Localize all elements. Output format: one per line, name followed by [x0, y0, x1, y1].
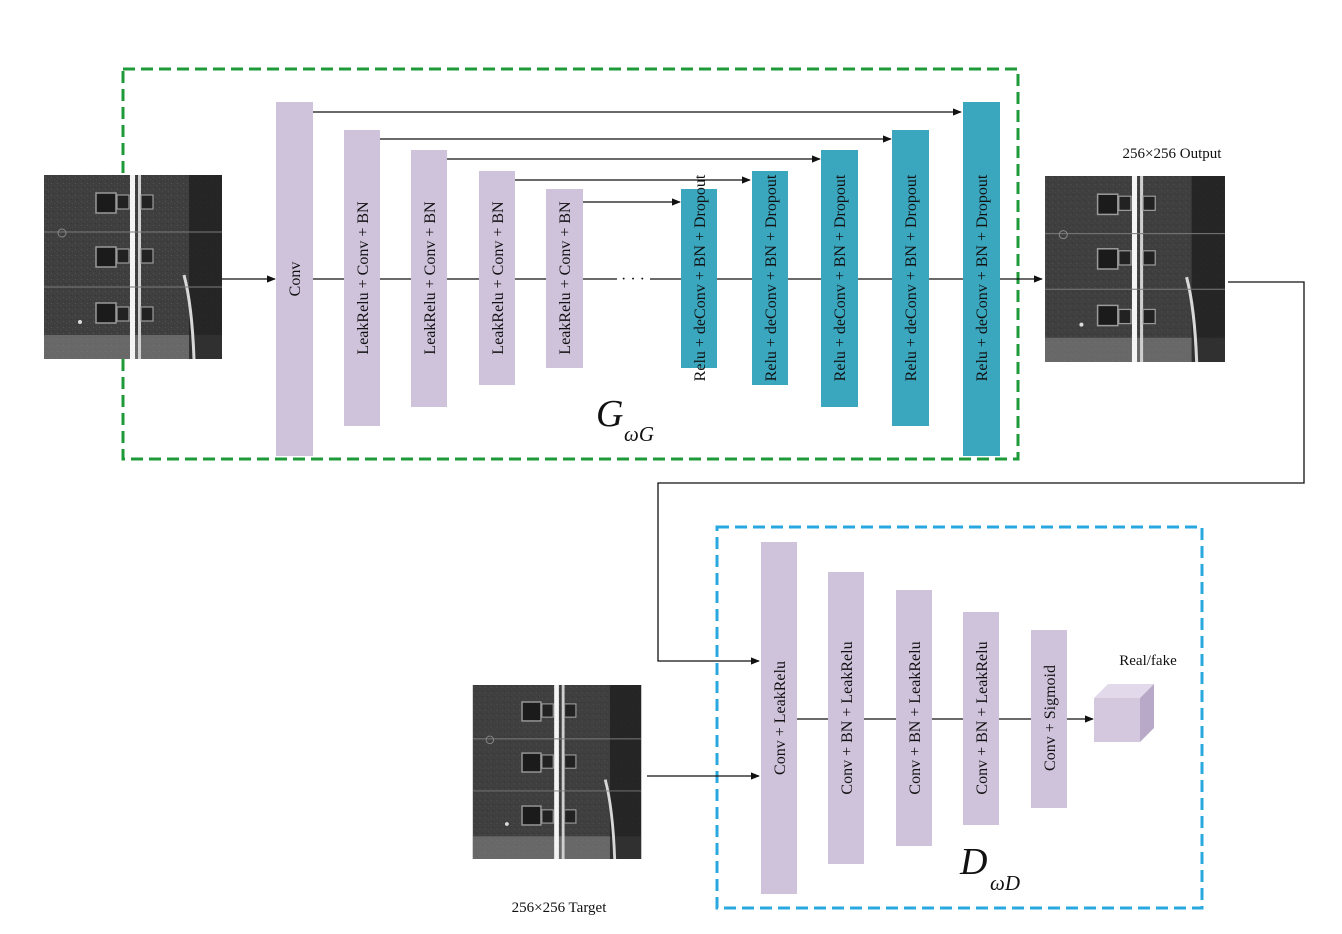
discriminator-block-1: [761, 542, 797, 894]
target-caption: 256×256 Target: [512, 900, 608, 916]
encoder-block-1: [276, 102, 313, 456]
input-image: [44, 175, 222, 359]
output-cube-icon: [1094, 684, 1154, 742]
discriminator-frame: [715, 525, 1204, 910]
encoder-block-4: [479, 171, 515, 385]
discriminator-block-2: [828, 572, 864, 864]
encoder-label-1: Conv: [287, 262, 304, 297]
ellipsis: · · ·: [621, 271, 645, 288]
decoder-block-4: [892, 130, 929, 426]
discriminator-block-4: [963, 612, 999, 825]
decoder-label-5: Relu + deConv + BN + Dropout: [974, 174, 991, 381]
decoder-label-4: Relu + deConv + BN + Dropout: [903, 174, 920, 381]
decoder-label-1: Relu + deConv + BN + Dropout: [692, 174, 709, 381]
encoder-label-4: LeakRelu + Conv + BN: [490, 201, 507, 355]
discriminator-block-3: [896, 590, 932, 846]
discriminator-label-5: Conv + Sigmoid: [1042, 665, 1059, 771]
decoder-label-3: Relu + deConv + BN + Dropout: [832, 174, 849, 381]
decoder-label-2: Relu + deConv + BN + Dropout: [763, 174, 780, 381]
encoder-label-2: LeakRelu + Conv + BN: [355, 201, 372, 355]
svg-text:ωD: ωD: [990, 871, 1020, 895]
output-to-discriminator-line: [657, 281, 1305, 665]
discriminator-symbol: D ωD: [959, 841, 1020, 895]
decoder-block-5: [963, 102, 1000, 456]
decoder-block-1: [681, 189, 717, 368]
discriminator-label-3: Conv + BN + LeakRelu: [907, 641, 924, 794]
discriminator-block-5: [1031, 630, 1067, 808]
svg-text:G: G: [596, 393, 623, 435]
encoder-block-5: [546, 189, 583, 368]
encoder-label-3: LeakRelu + Conv + BN: [422, 201, 439, 355]
generator-symbol: G ωG: [596, 393, 654, 446]
discriminator-label-1: Conv + LeakRelu: [772, 661, 789, 775]
decoder-block-3: [821, 150, 858, 407]
output-label: Real/fake: [1119, 653, 1177, 669]
svg-text:ωG: ωG: [624, 422, 654, 446]
svg-text:D: D: [959, 841, 987, 883]
discriminator-label-2: Conv + BN + LeakRelu: [839, 641, 856, 794]
target-image: [471, 685, 643, 859]
encoder-block-2: [344, 130, 380, 426]
encoder-label-5: LeakRelu + Conv + BN: [557, 201, 574, 355]
output-caption: 256×256 Output: [1123, 146, 1223, 162]
encoder-block-3: [411, 150, 447, 407]
generator-frame: [121, 67, 1020, 461]
discriminator-label-4: Conv + BN + LeakRelu: [974, 641, 991, 794]
decoder-block-2: [752, 171, 788, 385]
output-image: [1044, 176, 1226, 362]
